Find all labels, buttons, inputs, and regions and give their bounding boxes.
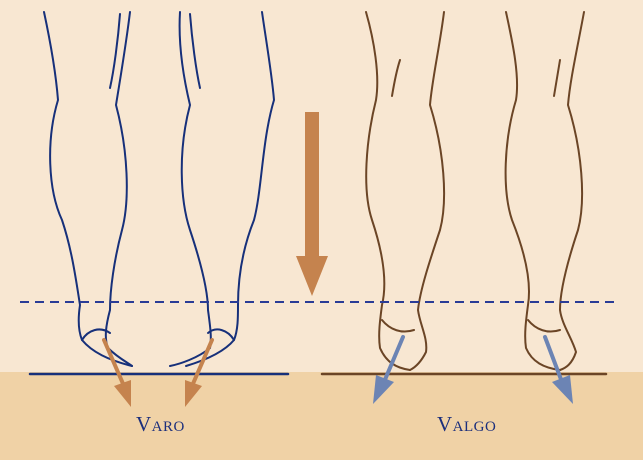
arrow-down-icon [296,112,328,296]
varo-legs [30,12,288,374]
varo-left-leg [44,12,132,366]
valgo-legs [322,12,606,374]
valgo-left-leg [366,12,444,370]
valgo-label: Valgo [437,412,496,437]
varo-right-leg [170,12,274,366]
varo-label: Varo [136,412,185,437]
ground-band [0,372,643,460]
valgo-right-leg [506,12,584,370]
